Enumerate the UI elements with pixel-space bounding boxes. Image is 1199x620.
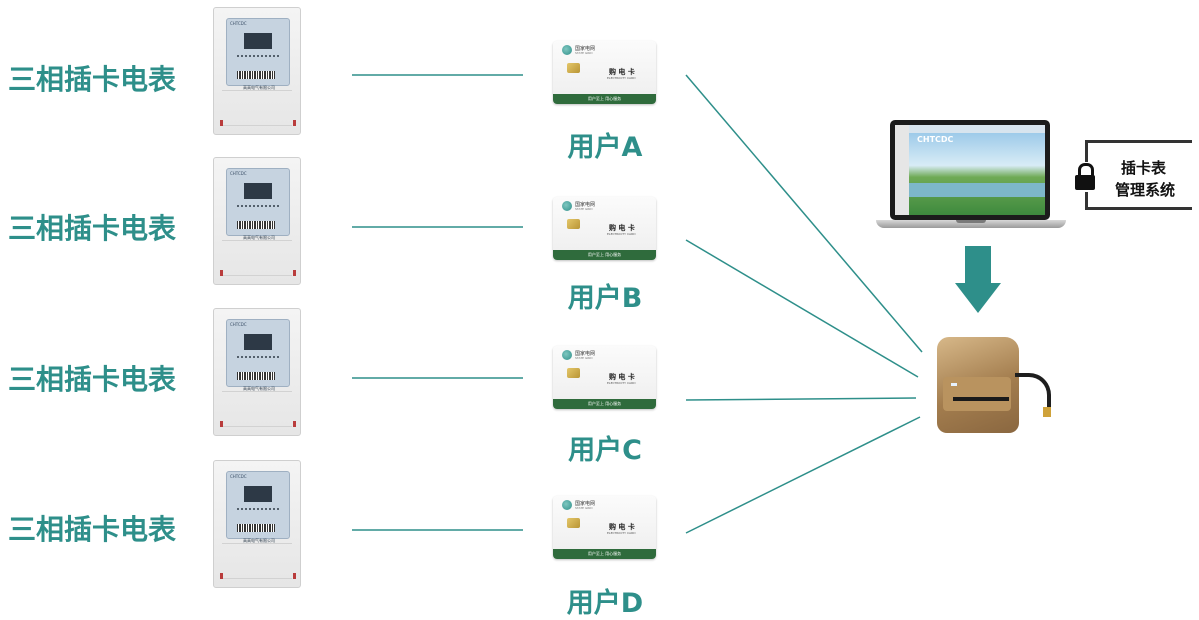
state-grid-logo-icon <box>562 500 572 510</box>
card-grid-sub: STATE GRID <box>575 51 593 55</box>
card-grid-sub: STATE GRID <box>575 506 593 510</box>
card-subtitle: ELECTRICITY CARD <box>607 76 636 80</box>
card-subtitle: ELECTRICITY CARD <box>607 381 636 385</box>
barcode-icon <box>237 71 275 79</box>
meter-maker: 高高电气有限公司 <box>243 386 275 391</box>
meter-a: CHTCDC 高高电气有限公司 <box>213 7 301 135</box>
card-reader-icon <box>933 333 1053 438</box>
row-label-a: 三相插卡电表 <box>8 63 177 96</box>
card-subtitle: ELECTRICITY CARD <box>607 232 636 236</box>
card-stripe: 用户至上 用心服务 <box>553 94 656 104</box>
card-slot <box>953 397 1009 401</box>
card-stripe: 用户至上 用心服务 <box>553 399 656 409</box>
chip-icon <box>567 518 580 528</box>
user-label-c: 用户C <box>568 435 642 466</box>
laptop-screen: CHTCDC <box>895 125 1045 215</box>
card-subtitle: ELECTRICITY CARD <box>607 531 636 535</box>
chip-icon <box>567 219 580 229</box>
card-reader-line-a <box>685 74 923 353</box>
chip-icon <box>567 368 580 378</box>
barcode-icon <box>237 524 275 532</box>
screen-brand: CHTCDC <box>917 135 954 144</box>
system-title-line1: 插卡表 <box>1121 159 1167 177</box>
state-grid-logo-icon <box>562 201 572 211</box>
row-label-c: 三相插卡电表 <box>8 363 177 396</box>
card-title: 购 电 卡 <box>609 523 635 531</box>
meter-d: CHTCDC 高高电气有限公司 <box>213 460 301 588</box>
laptop-icon: CHTCDC <box>876 120 1066 233</box>
meter-b: CHTCDC 高高电气有限公司 <box>213 157 301 285</box>
meter-brand: CHTCDC <box>230 322 247 327</box>
user-label-a: 用户A <box>567 132 643 163</box>
card-reader-line-d <box>685 416 921 534</box>
meter-brand: CHTCDC <box>230 21 247 26</box>
electricity-card-c: 国家电网 STATE GRID 购 电 卡 ELECTRICITY CARD 用… <box>553 346 656 409</box>
card-grid-name: 国家电网 <box>575 202 596 208</box>
chip-icon <box>567 63 580 73</box>
card-grid-sub: STATE GRID <box>575 207 593 211</box>
meter-maker: 高高电气有限公司 <box>243 538 275 543</box>
meter-brand: CHTCDC <box>230 171 247 176</box>
electricity-card-b: 国家电网 STATE GRID 购 电 卡 ELECTRICITY CARD 用… <box>553 197 656 260</box>
meter-c: CHTCDC 高高电气有限公司 <box>213 308 301 436</box>
card-grid-name: 国家电网 <box>575 351 596 357</box>
electricity-card-a: 国家电网 STATE GRID 购 电 卡 ELECTRICITY CARD 用… <box>553 41 656 104</box>
card-stripe: 用户至上 用心服务 <box>553 549 656 559</box>
row-label-d: 三相插卡电表 <box>8 513 177 546</box>
meter-maker: 高高电气有限公司 <box>243 85 275 90</box>
card-reader-line-c <box>685 397 917 401</box>
card-grid-sub: STATE GRID <box>575 356 593 360</box>
state-grid-logo-icon <box>562 350 572 360</box>
card-title: 购 电 卡 <box>609 373 635 381</box>
user-label-b: 用户B <box>567 283 643 314</box>
card-title: 购 电 卡 <box>609 224 635 232</box>
lock-icon <box>1074 162 1096 192</box>
electricity-card-d: 国家电网 STATE GRID 购 电 卡 ELECTRICITY CARD 用… <box>553 496 656 559</box>
card-title: 购 电 卡 <box>609 68 635 76</box>
card-grid-name: 国家电网 <box>575 501 596 507</box>
usb-plug-icon <box>1043 407 1051 417</box>
usb-cable <box>1015 373 1051 417</box>
meter-brand: CHTCDC <box>230 474 247 479</box>
system-title-line2: 管理系统 <box>1115 181 1176 199</box>
meter-maker: 高高电气有限公司 <box>243 235 275 240</box>
row-label-b: 三相插卡电表 <box>8 212 177 245</box>
arrow-down-icon <box>955 246 1001 316</box>
state-grid-logo-icon <box>562 45 572 55</box>
card-reader-line-b <box>685 239 919 378</box>
card-grid-name: 国家电网 <box>575 46 596 52</box>
card-stripe: 用户至上 用心服务 <box>553 250 656 260</box>
barcode-icon <box>237 221 275 229</box>
management-system-box: 插卡表 管理系统 <box>1085 140 1192 210</box>
barcode-icon <box>237 372 275 380</box>
user-label-d: 用户D <box>566 588 644 619</box>
